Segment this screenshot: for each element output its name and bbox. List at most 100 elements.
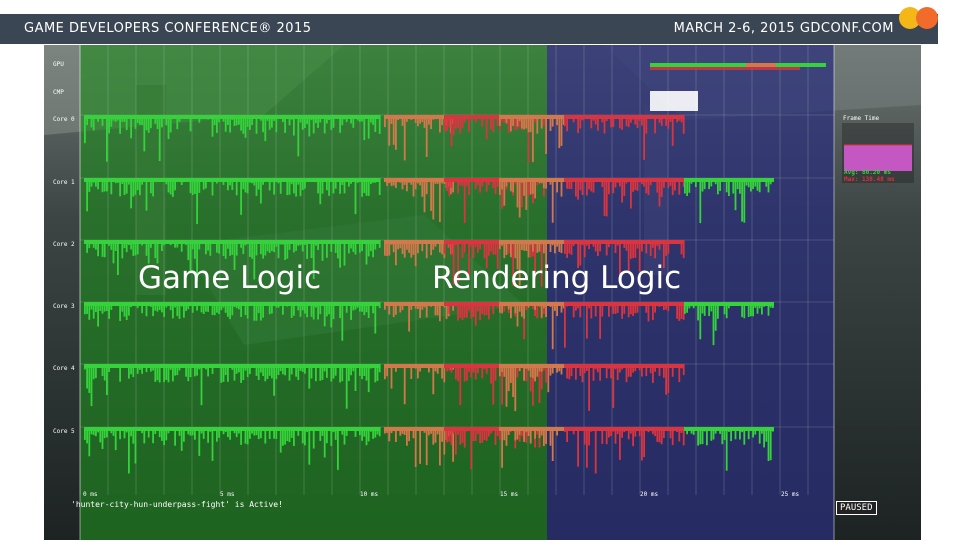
profiler-lane-bar — [84, 364, 380, 368]
profiler-bar — [114, 240, 117, 251]
profiler-bar — [130, 364, 132, 375]
profiler-bar — [599, 302, 601, 339]
profiler-bar — [123, 302, 126, 317]
profiler-bar — [145, 302, 148, 317]
profiler-bar — [169, 302, 172, 311]
profiler-bar — [472, 302, 475, 318]
profiler-bar — [594, 115, 597, 125]
frame-time-maximum: Max: 138.48 ms — [844, 176, 895, 183]
profiler-bar — [717, 178, 719, 195]
profiler-bar — [262, 240, 264, 259]
profiler-bar — [268, 178, 271, 191]
profiler-bar — [317, 178, 319, 194]
profiler-bar — [392, 302, 395, 318]
profiler-bar — [136, 178, 139, 191]
profiler-bar — [560, 178, 563, 197]
profiler-bar — [654, 115, 656, 134]
profiler-bar — [457, 302, 459, 321]
profiler-bar — [436, 364, 439, 374]
profiler-bar — [474, 364, 477, 380]
profiler-bar — [599, 240, 601, 252]
profiler-bar — [549, 364, 552, 376]
profiler-bar — [365, 240, 368, 265]
profiler-bar — [558, 115, 561, 149]
profiler-bar — [284, 240, 286, 260]
profiler-bar — [619, 427, 621, 460]
profiler-lane-bar — [84, 178, 380, 182]
tick-label-0ms: 0 ms — [83, 491, 98, 498]
profiler-bar — [103, 364, 106, 381]
profiler-bar — [257, 364, 260, 380]
profiler-bar — [450, 115, 453, 147]
profiler-bar — [750, 302, 752, 317]
profiler-bar — [130, 115, 132, 139]
profiler-bar — [395, 427, 397, 442]
profiler-bar — [597, 115, 599, 131]
row-label-core-0: Core 0 — [53, 116, 75, 123]
profiler-bar — [370, 240, 372, 252]
profiler-bar — [154, 240, 157, 259]
profiler-bar — [632, 240, 634, 259]
profiler-bar — [641, 115, 643, 126]
profiler-bar — [510, 240, 512, 258]
profiler-bar — [365, 427, 368, 446]
profiler-bar — [479, 240, 481, 250]
profiler-bar — [378, 115, 381, 134]
profiler-bar — [180, 240, 183, 252]
profiler-bar — [88, 240, 91, 249]
profiler-bar — [125, 178, 128, 194]
profiler-bar — [365, 178, 368, 196]
profiler-bar — [334, 364, 337, 376]
profiler-bar — [499, 240, 501, 250]
row-label-core-5: Core 5 — [53, 428, 75, 435]
profiler-bar — [121, 240, 124, 259]
profiler-bar — [678, 427, 681, 442]
profiler-bar — [439, 240, 441, 253]
profiler-bar — [141, 115, 143, 125]
profiler-bar — [103, 240, 106, 258]
profiler-bar — [341, 115, 344, 126]
profiler-bar — [592, 178, 595, 193]
profiler-bar — [103, 427, 106, 439]
profiler-bar — [145, 115, 148, 131]
profiler-bar — [630, 364, 632, 377]
profiler-bar — [350, 364, 352, 376]
profiler-bar — [417, 240, 419, 254]
profiler-bar — [590, 115, 593, 129]
profiler-bar — [128, 364, 130, 379]
profiler-bar — [499, 302, 501, 313]
profiler-bar — [477, 240, 479, 253]
profiler-bar — [156, 240, 159, 264]
frame-time-title: Frame Time — [843, 115, 880, 122]
profiler-bar — [448, 115, 451, 128]
profiler-bar — [412, 178, 415, 197]
profiler-bar — [521, 178, 523, 208]
profiler-bar — [350, 115, 352, 124]
profiler-bar — [244, 178, 247, 193]
profiler-lane-bar — [499, 364, 564, 368]
profiler-bar — [663, 302, 665, 311]
profiler-bar — [235, 427, 238, 438]
profiler-bar — [240, 115, 242, 131]
profiler-bar — [525, 427, 528, 443]
profiler-bar — [354, 427, 357, 437]
profiler-bar — [141, 302, 143, 314]
profiler-bar — [614, 178, 617, 188]
profiler-bar — [174, 364, 176, 376]
profiler-bar — [538, 240, 541, 252]
profiler-bar — [575, 302, 577, 311]
paused-indicator[interactable]: PAUSED — [836, 501, 877, 515]
profiler-bar — [227, 178, 229, 191]
profiler-bar — [304, 302, 306, 314]
profiler-bar — [432, 240, 435, 250]
profiler-bar — [616, 364, 619, 380]
profiler-bar — [643, 178, 645, 187]
profiler-bar — [579, 302, 582, 318]
profiler-bar — [191, 427, 194, 436]
profiler-bar — [678, 364, 681, 383]
profiler-bar — [523, 240, 525, 251]
profiler-bar — [501, 364, 503, 373]
profiler-lane-bar — [564, 115, 684, 119]
profiler-bar — [154, 302, 157, 311]
profiler-bar — [577, 427, 579, 467]
